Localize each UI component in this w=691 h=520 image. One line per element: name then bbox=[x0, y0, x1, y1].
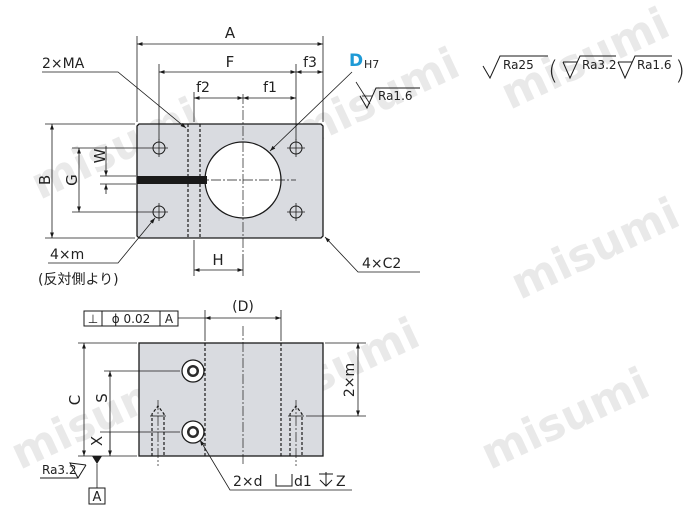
counterbore-bottom bbox=[181, 420, 205, 444]
callout-4m: 4×m bbox=[50, 247, 84, 263]
dim-label-W: W bbox=[91, 148, 109, 163]
dim-label-F: F bbox=[226, 53, 235, 71]
leader-counterbore bbox=[199, 439, 352, 491]
counterbore-top bbox=[181, 359, 205, 383]
perpendicularity-datum: A bbox=[165, 312, 174, 326]
surface-finish-general: Ra25 bbox=[503, 58, 534, 72]
callout-2MA: 2×MA bbox=[42, 56, 85, 72]
callout-counterbore-d1: d1 bbox=[294, 474, 312, 490]
leader-2MA bbox=[42, 71, 187, 129]
bore-roughness-symbol: Ra1.6 bbox=[355, 81, 420, 110]
depth-symbol bbox=[319, 472, 333, 487]
callout-reverse: (反対側より) bbox=[38, 272, 119, 288]
callout-chamfer: 4×C2 bbox=[362, 256, 401, 272]
datum-label: A bbox=[93, 490, 102, 505]
front-view-block bbox=[138, 342, 324, 457]
counterbore-symbol bbox=[275, 474, 293, 487]
surface-finish-open-paren: ( bbox=[548, 56, 558, 86]
corner-hole bbox=[150, 203, 168, 221]
surface-finish-legend: Ra25 ( Ra3.2 Ra1.6 ) bbox=[482, 55, 685, 86]
dim-label-D-tolerance: H7 bbox=[364, 58, 379, 71]
tapped-hole-left bbox=[150, 400, 166, 466]
leader-D bbox=[269, 71, 353, 152]
corner-hole bbox=[287, 139, 305, 157]
front-view: (D) ⊥ ϕ 0.02 A C S X 2×m bbox=[40, 299, 366, 505]
watermark-text: misumi bbox=[473, 358, 657, 480]
perpendicularity-symbol: ⊥ bbox=[88, 312, 98, 326]
base-roughness-symbol: Ra3.2 bbox=[40, 462, 87, 479]
corner-hole bbox=[287, 203, 305, 221]
dim-label-f1: f1 bbox=[263, 80, 277, 96]
dim-label-B: B bbox=[36, 175, 54, 185]
surface-finish-item-2: Ra1.6 bbox=[637, 58, 672, 72]
callout-counterbore-depth: Z bbox=[336, 474, 346, 490]
leader-4m bbox=[48, 217, 156, 264]
dim-label-X: X bbox=[88, 436, 106, 446]
datum-a-marker: A bbox=[88, 456, 106, 505]
dim-label-C: C bbox=[66, 395, 84, 405]
surface-finish-item-1: Ra3.2 bbox=[582, 58, 617, 72]
leader-chamfer bbox=[324, 236, 420, 273]
tapped-hole-right bbox=[288, 400, 304, 466]
dim-label-H: H bbox=[212, 251, 223, 269]
dim-label-D: D bbox=[349, 51, 363, 71]
surface-finish-close-paren: ) bbox=[675, 56, 685, 86]
dim-label-S: S bbox=[93, 393, 111, 403]
dim-label-A: A bbox=[225, 24, 236, 42]
callout-counterbore-count: 2×d bbox=[233, 474, 263, 490]
bore-roughness-value: Ra1.6 bbox=[378, 89, 413, 103]
dim-label-f3: f3 bbox=[303, 55, 317, 71]
top-view: A F f3 f2 f1 D H7 Ra1.6 2×MA bbox=[36, 24, 420, 288]
corner-hole bbox=[150, 139, 168, 157]
dim-label-D-ref: (D) bbox=[232, 299, 254, 315]
clamp-slit bbox=[137, 176, 207, 184]
dim-label-f2: f2 bbox=[196, 80, 210, 96]
dim-label-2m: 2×m bbox=[342, 363, 358, 397]
watermark-text: misumi bbox=[503, 188, 687, 310]
dim-label-G: G bbox=[63, 174, 81, 186]
base-roughness-value: Ra3.2 bbox=[42, 463, 77, 477]
perpendicularity-value: ϕ 0.02 bbox=[112, 312, 150, 326]
perpendicularity-frame: ⊥ ϕ 0.02 A bbox=[83, 310, 205, 327]
